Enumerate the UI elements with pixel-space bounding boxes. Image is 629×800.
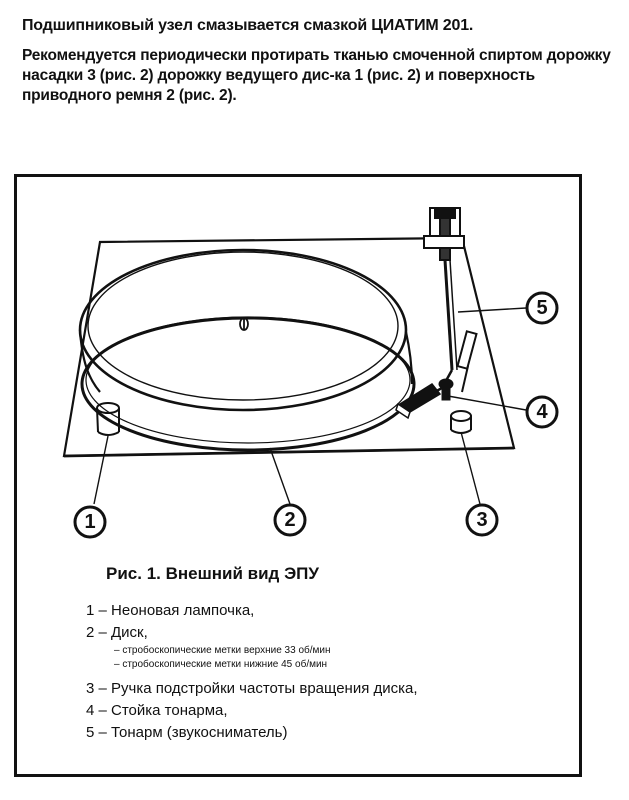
callout-4-circle xyxy=(525,395,559,429)
legend-item-speed-knob: 3 – Ручка подстройки частоты вращения ди… xyxy=(86,680,418,697)
callout-5-label: 5 xyxy=(536,297,548,319)
legend-item-tonearm-post: 4 – Стойка тонарма, xyxy=(86,702,228,719)
callout-3-label: 3 xyxy=(476,509,488,531)
callout-2-circle xyxy=(273,503,307,537)
legend-item-neon-lamp: 1 – Неоновая лампочка, xyxy=(86,602,255,619)
legend-item-disk: 2 – Диск, xyxy=(86,624,148,641)
intro-text: Подшипниковый узел смазывается смазкой Ц… xyxy=(22,16,617,106)
legend-subitem-marks-45: – стробоскопические метки нижние 45 об/м… xyxy=(114,659,328,670)
figure-caption: Рис. 1. Внешний вид ЭПУ xyxy=(106,564,319,583)
callout-4-label: 4 xyxy=(536,401,548,423)
callout-5-circle xyxy=(525,291,559,325)
intro-line-lubrication: Подшипниковый узел смазывается смазкой Ц… xyxy=(22,17,474,34)
speed-knob-icon xyxy=(450,410,472,434)
tonearm-icon xyxy=(423,207,478,400)
leader-lines xyxy=(93,307,527,505)
legend-subitem-marks-33: – стробоскопические метки верхние 33 об/… xyxy=(114,645,331,656)
tonearm-rest-icon xyxy=(438,378,454,401)
callout-1-circle xyxy=(73,505,107,539)
callout-2-label: 2 xyxy=(284,509,296,531)
cartridge-icon xyxy=(395,383,442,420)
neon-lamp-icon xyxy=(96,402,120,436)
spindle-icon xyxy=(239,317,249,331)
figure-legend: 1 – Неоновая лампочка, 2 – Диск, – строб… xyxy=(86,600,418,744)
legend-item-tonearm: 5 – Тонарм (звукосниматель) xyxy=(86,724,288,741)
callout-1-label: 1 xyxy=(84,511,96,533)
platter xyxy=(78,248,416,452)
intro-line-cleaning: Рекомендуется периодически протирать тка… xyxy=(22,47,611,104)
figure-frame xyxy=(14,174,582,777)
base-plate-front-edge xyxy=(63,446,515,458)
callout-3-circle xyxy=(465,503,499,537)
